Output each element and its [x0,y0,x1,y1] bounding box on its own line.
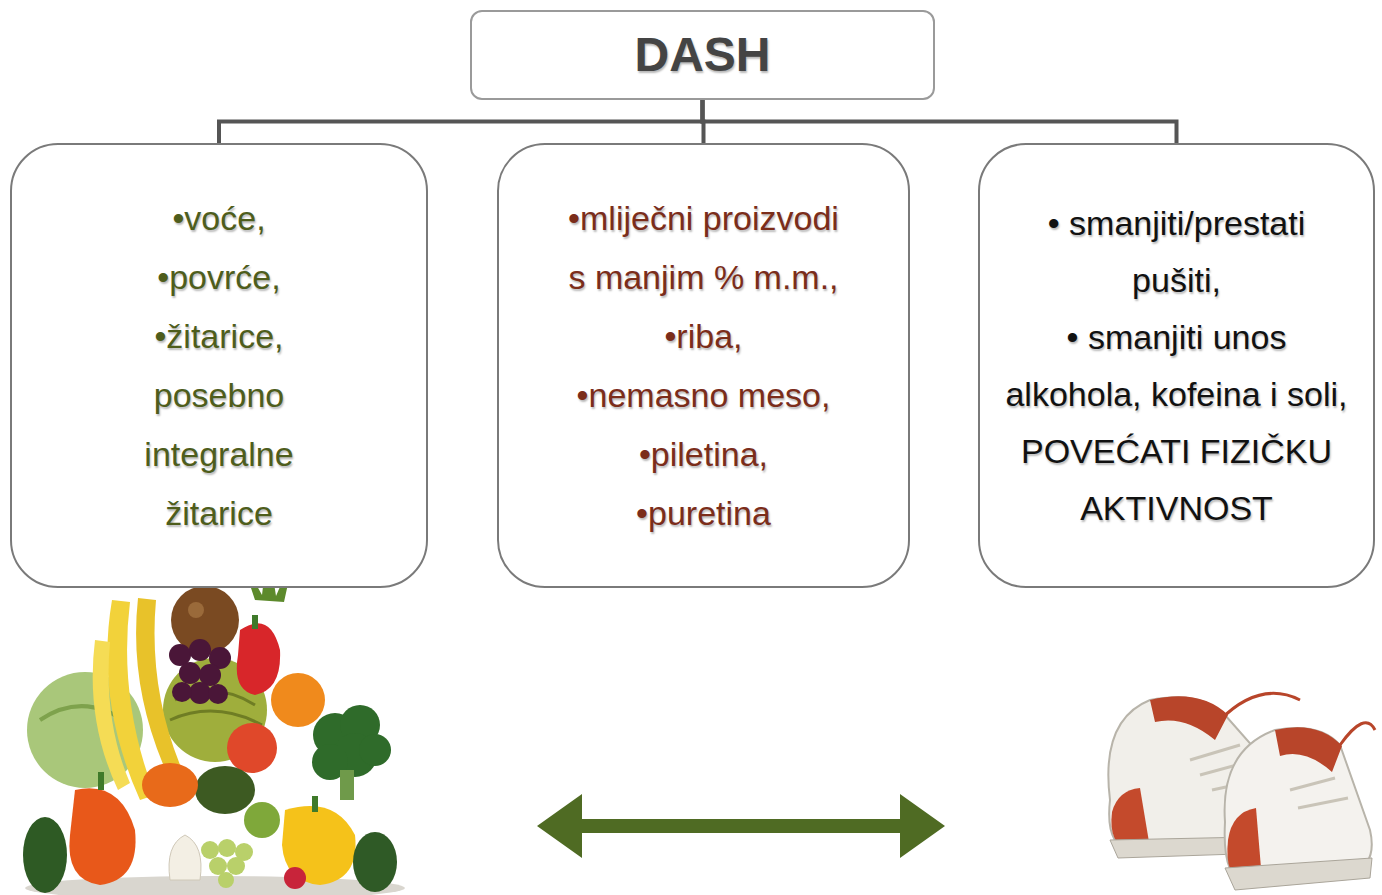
sneakers-illustration [1275,727,1342,772]
fruit-illustration [201,841,219,859]
sneakers-illustration [1340,723,1375,745]
node-text: •žitarice, posebno integralne žitarice [119,307,319,543]
fruit-illustration [244,802,280,838]
fruit-illustration [142,763,198,807]
sneakers-illustration [1150,696,1228,740]
node-text: •mliječni proizvodi s manjim % m.m., [559,189,849,307]
fruit-illustration [23,817,67,893]
fruit-illustration [25,876,405,895]
fruit-illustration [312,705,391,780]
fruit-illustration [93,640,130,790]
tree-connector [219,100,703,143]
fruit-illustration [271,673,325,727]
fruit-illustration [218,872,234,888]
node-text: •povrće, [157,248,280,307]
double-arrow [537,794,945,858]
fruit-illustration [252,615,258,629]
fruit-illustration [69,788,135,885]
node-text: •voće, [172,189,265,248]
sneakers-illustration [1290,778,1348,808]
fruit-illustration [195,766,255,814]
sneakers-illustration [1220,693,1300,720]
fruit-illustration [340,770,354,800]
fruit-illustration [201,839,253,888]
fruit-illustration [23,545,405,895]
node-text: •puretina [636,484,771,543]
fruit-illustration [208,684,228,704]
title-box: DASH [470,10,935,100]
fruit-illustration [189,639,211,661]
sneakers-illustration [1225,728,1372,882]
tree-connector [703,100,1177,143]
double-arrow [537,794,945,858]
fruit-illustration [353,832,397,892]
fruit-illustration [188,602,204,618]
fruit-illustration [227,723,277,773]
fruit-illustration [179,662,201,684]
node-text: •piletina, [639,425,768,484]
fruit-illustration [227,857,245,875]
node-text: •riba, [664,307,742,366]
lifestyle-box: • smanjiti/prestati pušiti,• smanjiti un… [978,143,1375,588]
title-text: DASH [634,25,770,85]
protein-box: •mliječni proizvodi s manjim % m.m.,•rib… [497,143,910,588]
node-text: • smanjiti/prestati pušiti, [1004,195,1349,309]
fruit-illustration [284,867,306,889]
node-text: •nemasno meso, [577,366,831,425]
fruit-illustration [237,623,280,695]
fruit-illustration [218,839,236,857]
fruit-illustration [189,682,211,704]
fruit-illustration [169,835,201,880]
node-text: POVEĆATI FIZIČKU AKTIVNOST [1004,423,1349,537]
fruit-illustration [359,734,391,766]
fruit-illustration [312,796,318,812]
food-box: •voće,•povrće,•žitarice, posebno integra… [10,143,428,588]
fruit-illustration [172,682,192,702]
sneakers-illustration [1108,693,1375,890]
node-text: • smanjiti unos alkohola, kofeina i soli… [1004,309,1349,423]
fruit-illustration [169,639,231,704]
sneakers-illustration [1225,858,1372,890]
fruit-illustration [98,772,104,790]
